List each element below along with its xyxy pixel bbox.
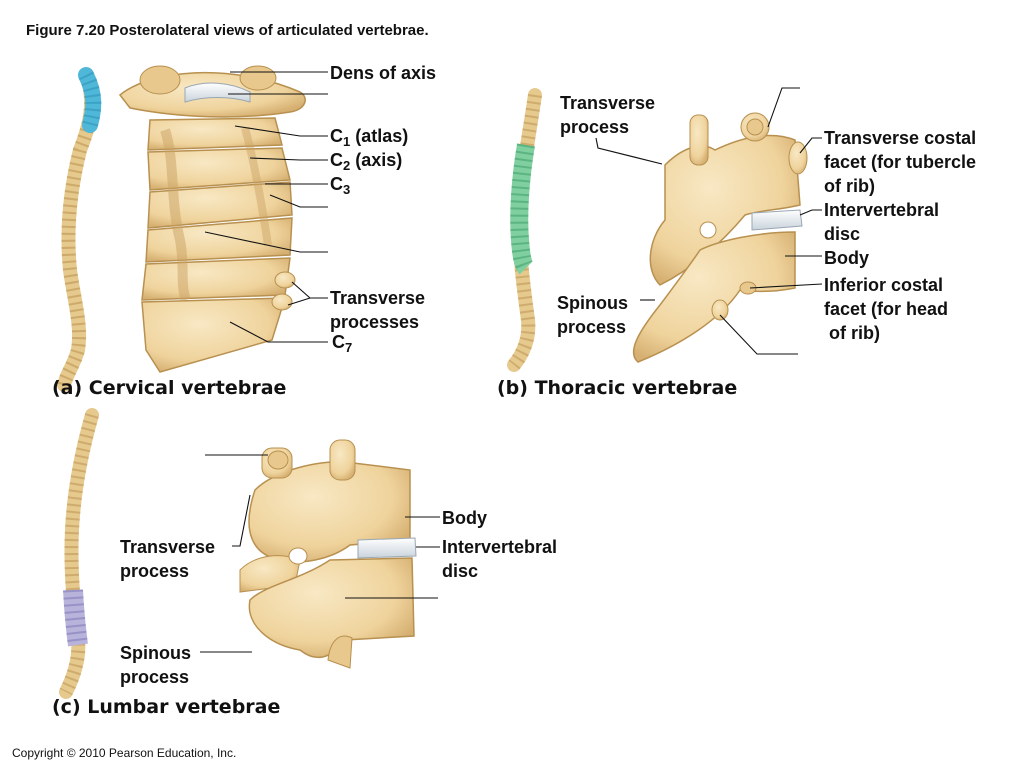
thoracic-column-drawing (632, 112, 808, 363)
label-c7-subscript: 7 (345, 340, 353, 355)
label-transverse-processes-line1: Transverse (330, 288, 426, 308)
label-c7: C7 (332, 330, 352, 360)
label-c-body: Body (442, 508, 487, 528)
label-inferior-costal-facet-line1: Inferior costal (824, 275, 944, 295)
label-c-spinous-process-line1: Spinous (120, 643, 191, 663)
label-inferior-costal-facet-line2: facet (for head (824, 299, 949, 319)
label-b-transverse-process-line2: process (560, 117, 630, 137)
caption-thoracic: (b) Thoracic vertebrae (497, 377, 738, 399)
label-b-transverse-process-line1: Transverse (560, 93, 656, 113)
label-transverse-costal-facet: Transverse costal facet (for tubercle of… (824, 126, 976, 198)
label-c-transverse-process: Transverse process (120, 535, 215, 583)
label-c-intervertebral-disc-line2: disc (442, 561, 479, 581)
spine-thumbnail-cervical (57, 67, 102, 392)
label-transverse-costal-facet-line3: of rib) (824, 176, 875, 196)
figure-title: Figure 7.20 Posterolateral views of arti… (26, 22, 429, 39)
label-c-spinous-process-line2: process (120, 667, 190, 687)
copyright-notice: Copyright © 2010 Pearson Education, Inc. (12, 746, 237, 760)
spine-thumbnail-thoracic (507, 88, 542, 372)
cervical-column-drawing (118, 65, 306, 373)
caption-lumbar: (c) Lumbar vertebrae (52, 696, 281, 718)
label-c-intervertebral-disc-line1: Intervertebral (442, 537, 558, 557)
label-c3-subscript: 3 (343, 182, 351, 197)
label-b-intervertebral-disc-line1: Intervertebral (824, 200, 940, 220)
lumbar-column-drawing (239, 439, 417, 669)
label-b-spinous-process-line1: Spinous (557, 293, 628, 313)
label-b-spinous-process: Spinous process (557, 291, 628, 339)
label-transverse-processes-line2: processes (330, 312, 420, 332)
label-b-body: Body (824, 248, 869, 268)
label-c-intervertebral-disc: Intervertebral disc (442, 535, 557, 583)
label-c1-atlas: C1 (atlas) (330, 124, 408, 154)
label-b-intervertebral-disc: Intervertebral disc (824, 198, 939, 246)
leader-lines (200, 71, 823, 653)
label-c-transverse-process-line2: process (120, 561, 190, 581)
label-inferior-costal-facet-line3: of rib) (824, 323, 880, 343)
label-b-transverse-process: Transverse process (560, 91, 655, 139)
label-transverse-processes: Transverse processes (330, 286, 425, 334)
label-c1-subscript: 1 (343, 134, 351, 149)
label-b-intervertebral-disc-line2: disc (824, 224, 861, 244)
label-c-spinous-process: Spinous process (120, 641, 191, 689)
label-c-transverse-process-line1: Transverse (120, 537, 216, 557)
label-c1-letter: C (330, 126, 343, 146)
label-c3: C3 (330, 172, 350, 202)
label-dens-of-axis: Dens of axis (330, 63, 437, 83)
caption-cervical: (a) Cervical vertebrae (52, 377, 287, 399)
label-c3-letter: C (330, 174, 343, 194)
label-c2-letter: C (330, 150, 343, 170)
label-c2-subscript: 2 (343, 158, 351, 173)
label-b-spinous-process-line2: process (557, 317, 627, 337)
label-inferior-costal-facet: Inferior costal facet (for head of rib) (824, 273, 948, 345)
label-c1-rest: (atlas) (350, 126, 409, 146)
label-transverse-costal-facet-line2: facet (for tubercle (824, 152, 977, 172)
label-c2-rest: (axis) (350, 150, 403, 170)
label-c2-axis: C2 (axis) (330, 148, 402, 178)
spine-thumbnail-lumbar (59, 408, 99, 699)
label-c7-letter: C (332, 332, 345, 352)
label-transverse-costal-facet-line1: Transverse costal (824, 128, 977, 148)
